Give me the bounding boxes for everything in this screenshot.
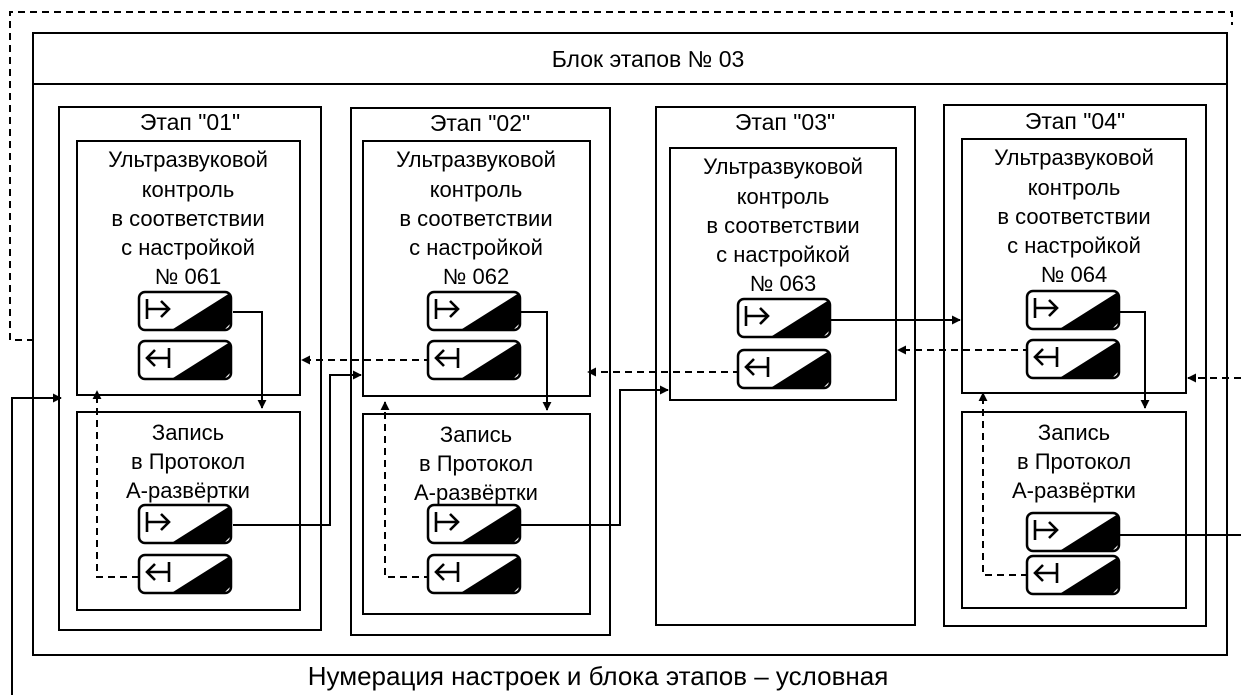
flow-entry-line <box>11 393 62 695</box>
stage-02-scan-line-3: в соответствии <box>399 206 552 231</box>
stage-04-record-line-3: А-развёртки <box>1012 478 1136 503</box>
stage-04-scan-line-1: Ультразвуковой <box>994 145 1154 170</box>
stage-02-scan-forward-button[interactable] <box>426 290 522 332</box>
stage-02-scan-line-4: с настройкой <box>409 235 543 260</box>
stage-01-scan-line-2: контроль <box>142 177 235 202</box>
stage-03-scan-line-1: Ультразвуковой <box>703 154 863 179</box>
flow-s4-scan-to-record <box>1118 311 1150 409</box>
stage-02-record-forward-button[interactable] <box>426 503 522 545</box>
buttons-layer <box>137 289 1121 596</box>
back-arrow-icon <box>744 357 770 377</box>
forward-arrow-icon <box>744 306 770 326</box>
stage-04-scan-forward-button[interactable] <box>1025 289 1121 331</box>
stage-04-title: Этап "04" <box>1025 108 1125 134</box>
forward-arrow-icon <box>1033 298 1059 318</box>
stage-03-scan-forward-button[interactable] <box>736 297 832 339</box>
stage-04-record-back-button[interactable] <box>1025 554 1121 596</box>
stage-02-scan-back-button[interactable] <box>426 339 522 381</box>
stage-02-record-line-2: в Протокол <box>419 451 533 476</box>
stage-04-scan-line-5: № 064 <box>1041 262 1107 287</box>
forward-arrow-icon <box>1033 520 1059 540</box>
stage-02-record-line-1: Запись <box>440 422 512 447</box>
back-arrow-icon <box>1033 347 1059 367</box>
stage-03-scan-line-2: контроль <box>737 184 830 209</box>
stage-04-scan-line-4: с настройкой <box>1007 233 1141 258</box>
stage-03-scan-back-button[interactable] <box>736 348 832 390</box>
stage-03-scan-line-3: в соответствии <box>706 213 859 238</box>
forward-arrow-icon <box>434 299 460 319</box>
stage-01-title: Этап "01" <box>140 109 240 135</box>
stage-02-scan-line-1: Ультразвуковой <box>396 147 556 172</box>
flow-s2-scan-to-record <box>520 311 552 411</box>
footnote-caption: Нумерация настроек и блока этапов – усло… <box>308 661 889 691</box>
stage-01-scan-line-5: № 061 <box>155 264 221 289</box>
forward-arrow-icon <box>145 299 171 319</box>
stage-04-record-line-1: Запись <box>1038 420 1110 445</box>
flow-s1-scan-to-record <box>233 311 267 409</box>
back-arrow-icon <box>145 348 171 368</box>
forward-arrow-icon <box>434 512 460 532</box>
stage-02-scan-line-5: № 062 <box>443 264 509 289</box>
stage-02-record-line-3: А-развёртки <box>414 480 538 505</box>
stage-02-scan-line-2: контроль <box>430 177 523 202</box>
stage-04-scan-back-button[interactable] <box>1025 338 1121 380</box>
stage-03-scan-line-5: № 063 <box>750 271 816 296</box>
stage-01-scan-forward-button[interactable] <box>137 290 233 332</box>
back-arrow-icon <box>434 348 460 368</box>
flow-s2-record-to-s3-scan <box>520 385 669 526</box>
stage-02-record-back-button[interactable] <box>426 553 522 595</box>
block-title: Блок этапов № 03 <box>552 46 745 72</box>
stage-02-title: Этап "02" <box>430 110 530 136</box>
stage-01-record-line-1: Запись <box>152 420 224 445</box>
stage-01-scan-line-1: Ультразвуковой <box>108 147 268 172</box>
back-arrow-icon <box>1033 563 1059 583</box>
stage-04-scan-line-3: в соответствии <box>997 204 1150 229</box>
stage-01-record-line-2: в Протокол <box>131 449 245 474</box>
stage-04-record-forward-button[interactable] <box>1025 511 1121 553</box>
flow-s1-record-to-s2-scan <box>233 370 362 526</box>
stage-01-scan-line-3: в соответствии <box>111 206 264 231</box>
back-s1-record-to-scan <box>92 390 139 578</box>
stage-04-record-line-2: в Протокол <box>1017 449 1131 474</box>
stage-01-scan-back-button[interactable] <box>137 339 233 381</box>
back-arrow-icon <box>434 562 460 582</box>
forward-arrow-icon <box>145 512 171 532</box>
stage-01-record-forward-button[interactable] <box>137 503 233 545</box>
back-arrow-icon <box>145 562 171 582</box>
stage-01-scan-line-4: с настройкой <box>121 235 255 260</box>
back-s4-record-to-scan <box>978 392 1028 576</box>
stage-03-title: Этап "03" <box>735 109 835 135</box>
stage-01-record-back-button[interactable] <box>137 553 233 595</box>
stage-01-record-line-3: А-развёртки <box>126 478 250 503</box>
stage-04-scan-line-2: контроль <box>1028 175 1121 200</box>
back-s2-record-to-scan <box>380 401 431 578</box>
stage-03-scan-line-4: с настройкой <box>716 242 850 267</box>
